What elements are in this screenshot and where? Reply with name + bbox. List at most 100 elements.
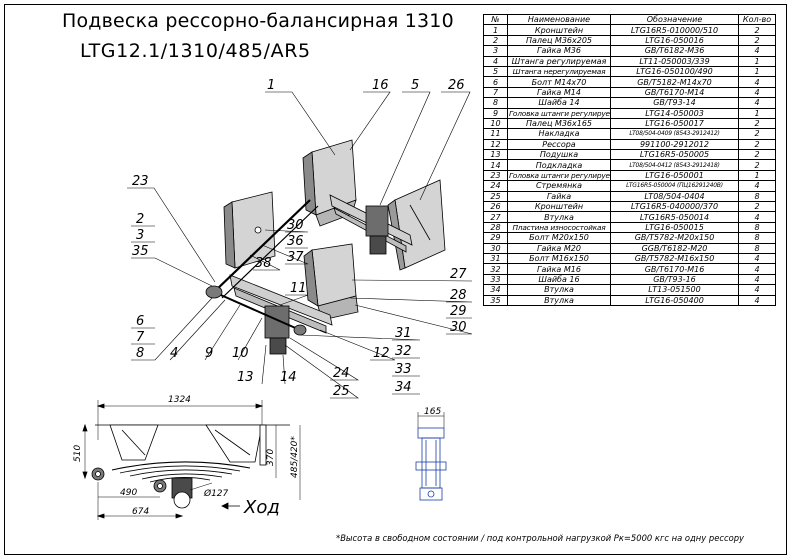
cell-code: LT08/504-0412 (8543-2912418) [610, 159, 739, 171]
cell-number: 28 [483, 221, 508, 234]
cell-code: LTG16-050400 [610, 294, 739, 306]
cell-number: 10 [483, 117, 508, 130]
cell-number: 12 [483, 138, 508, 151]
callout-9: 9 [205, 346, 213, 361]
cell-name: Гайка M14 [507, 86, 611, 99]
callout-5: 5 [411, 78, 419, 93]
cell-code: LTG16-050015 [610, 221, 739, 234]
cell-code: GB/T5782-M20х150 [610, 232, 739, 244]
cell-number: 3 [483, 45, 508, 57]
cell-qty: 2 [738, 117, 776, 130]
dim-height-free: 485/420* [290, 436, 300, 478]
callout-7: 7 [136, 330, 145, 345]
header-qty: Кол-во [738, 13, 776, 26]
cell-qty: 1 [738, 169, 776, 182]
cell-qty: 4 [738, 294, 776, 306]
cell-qty: 8 [738, 221, 776, 234]
cell-number: 11 [483, 128, 508, 140]
cell-number: 27 [483, 211, 508, 223]
cell-name: Болт M14х70 [507, 76, 611, 88]
cell-number: 35 [483, 294, 508, 306]
cell-qty: 2 [738, 34, 776, 47]
callout-25: 25 [333, 384, 350, 399]
cell-number: 9 [483, 107, 508, 119]
cell-name: Головка штанги регулируемой [507, 107, 611, 119]
cell-qty: 1 [738, 55, 776, 67]
callout-6: 6 [136, 314, 144, 329]
callout-31: 31 [395, 326, 412, 341]
cell-number: 32 [483, 263, 508, 275]
dim-base: 674 [132, 507, 149, 517]
cell-qty: 4 [738, 45, 776, 57]
callout-8: 8 [136, 346, 144, 361]
cell-number: 5 [483, 65, 508, 78]
front-leaf-spring [229, 274, 333, 326]
cell-name: Болт M20х150 [507, 232, 611, 244]
cell-qty: 2 [738, 149, 776, 161]
callout-34: 34 [395, 380, 412, 395]
cell-name: Гайка [507, 190, 611, 203]
callout-3: 3 [136, 228, 144, 243]
callout-1: 1 [267, 78, 275, 93]
callout-35: 35 [132, 244, 149, 259]
cell-number: 7 [483, 86, 508, 99]
callout-28: 28 [450, 288, 467, 303]
header-name: Наименование [507, 13, 611, 26]
callout-36: 36 [287, 234, 304, 249]
cell-qty: 4 [738, 211, 776, 223]
dim-pivot: 490 [120, 488, 137, 498]
front-elevation-view [82, 400, 301, 520]
cell-name: Втулка [507, 294, 611, 306]
cell-code: GB/T5182-M14х70 [610, 76, 739, 88]
cell-code: LT08/504-0404 [610, 190, 739, 203]
cell-code: GGB/T6182-M20 [610, 242, 739, 255]
cell-qty: 4 [738, 180, 776, 192]
header-number: № [483, 13, 508, 26]
cell-name: Штанга нерегулируемая [507, 65, 611, 78]
cell-code: LTG16R5-050014 [610, 211, 739, 223]
cell-code: LTG16-050001 [610, 169, 739, 182]
cell-number: 24 [483, 180, 508, 192]
cell-code: GB/T93-16 [610, 273, 739, 286]
cell-number: 31 [483, 252, 508, 265]
cell-number: 2 [483, 34, 508, 47]
cell-name: Гайка M36 [507, 45, 611, 57]
callout-33: 33 [395, 362, 412, 377]
cell-name: Шайба 16 [507, 273, 611, 286]
cell-code: LT08/504-0409 (8543-2912412) [610, 128, 739, 140]
callout-10: 10 [232, 346, 249, 361]
cell-name: Гайка M16 [507, 263, 611, 275]
callout-27: 27 [450, 267, 467, 282]
cell-name: Накладка [507, 128, 611, 140]
side-view [415, 412, 447, 501]
cell-code: LTG16-050016 [610, 34, 739, 47]
cell-name: Шайба 14 [507, 97, 611, 109]
callout-37: 37 [287, 250, 304, 265]
cell-qty: 2 [738, 24, 776, 36]
dim-side-width: 165 [424, 407, 441, 417]
cell-name: Кронштейн [507, 24, 611, 36]
cell-name: Рессора [507, 138, 611, 151]
cell-name: Пластина износостойкая [507, 221, 611, 234]
cell-number: 25 [483, 190, 508, 203]
cell-name: Кронштейн [507, 201, 611, 213]
drawing-title: Подвеска рессорно-балансирная 1310 [62, 10, 454, 32]
cell-qty: 8 [738, 190, 776, 203]
cell-code: GB/T6170-M16 [610, 263, 739, 275]
